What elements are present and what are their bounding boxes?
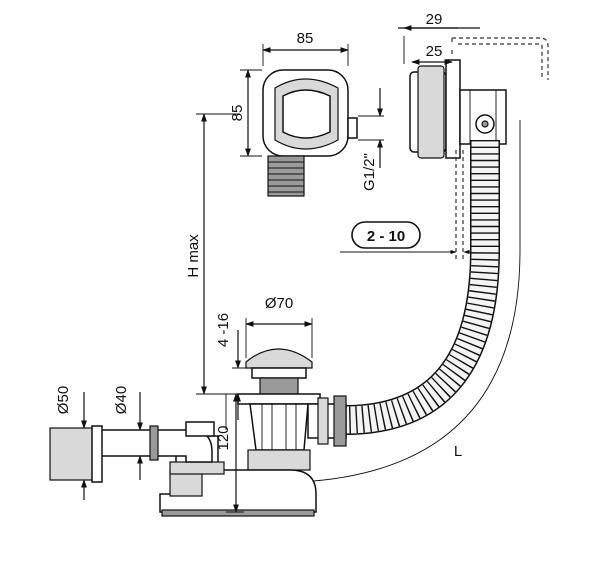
drain-cap-label: Ø70 <box>265 295 293 312</box>
drain-body <box>159 348 347 517</box>
height-max-dimension <box>196 113 240 395</box>
thread-dimension <box>358 88 384 168</box>
wall-fitting <box>409 37 549 262</box>
outlet-pipe <box>49 421 215 483</box>
flexible-hose <box>344 140 500 435</box>
height-max-label: H max <box>185 234 202 278</box>
flange-range-dimension <box>232 330 250 420</box>
trap-height-dimension <box>225 393 244 513</box>
adjust-range-label: 2 - 10 <box>367 228 405 245</box>
outlet-outer-label: Ø50 <box>55 386 72 414</box>
plate-depth-label: 29 <box>426 11 443 28</box>
flange-range-label: 4 -16 <box>215 313 232 347</box>
plate-inner-label: 25 <box>426 43 443 60</box>
overflow-width-label: 85 <box>297 30 314 47</box>
outlet-inner-label: Ø40 <box>113 386 130 414</box>
trap-height-label: 120 <box>215 425 232 450</box>
overflow-height-label: 85 <box>229 105 246 122</box>
hose-length-label: L <box>454 443 462 460</box>
adjust-range-callout <box>340 221 486 255</box>
hose-length-dimension <box>299 120 521 484</box>
drain-cap-dimension <box>245 318 313 358</box>
overflow-width-dimension <box>262 44 349 66</box>
overflow-height-dimension <box>240 69 262 157</box>
plate-depth-dimension <box>398 25 480 64</box>
thread-label: G1/2" <box>361 153 378 191</box>
overflow-head <box>262 69 358 197</box>
